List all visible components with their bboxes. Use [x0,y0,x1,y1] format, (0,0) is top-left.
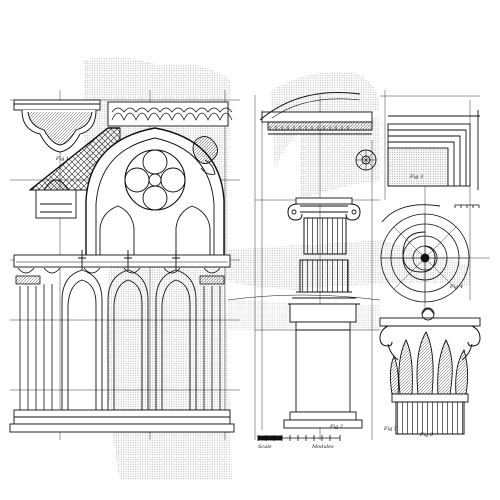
figure-label-2: Fig 2 [329,424,343,430]
quatrefoil-rose [124,149,186,211]
corinthian-capital [379,307,481,435]
figure-label-3: Fig 3 [409,174,423,180]
corner-molding-plan [387,110,480,190]
figure-label-6: Fig 6 [419,432,434,438]
volute-plan [380,204,480,303]
figure-label-5: Fig 5 [383,426,397,432]
scale-bar [257,435,341,441]
ionic-order-elevation [227,91,381,429]
scale-bar-left-label: Scale [258,444,272,450]
scale-bar-right-label: Modules [311,444,334,450]
figure-label-4: Fig 4 [449,284,463,290]
small-rosette [355,149,377,171]
cornice-profile [13,99,101,153]
gothic-window-elevation [28,101,233,255]
gothic-arcade [9,250,235,433]
figure-label-1: Fig 1 [55,156,69,162]
